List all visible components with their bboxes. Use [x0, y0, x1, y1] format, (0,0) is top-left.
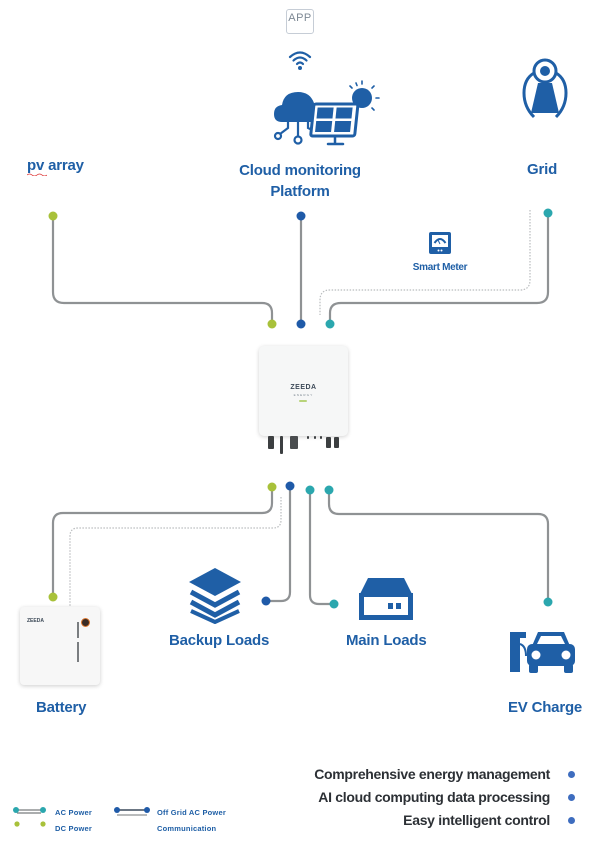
feature-bullet: [568, 771, 575, 778]
inverter-dc-in-dot: [267, 319, 277, 329]
battery-indicator-bar: [77, 622, 79, 638]
inverter-brand-sub: ENERGY: [293, 393, 314, 397]
feature-item: Comprehensive energy management: [314, 766, 550, 782]
smart-meter-icon: [429, 232, 451, 254]
grid-tower-icon: [522, 58, 568, 119]
wire-battery-comm: [69, 497, 282, 607]
battery-brand: ZEEDA: [27, 618, 44, 624]
inverter-connector: [280, 436, 283, 454]
inverter-port: [314, 436, 316, 439]
feature-item: AI cloud computing data processing: [318, 789, 550, 805]
inverter-offgrid-out-dot: [285, 481, 295, 491]
feature-bullet: [568, 794, 575, 801]
hybrid-inverter[interactable]: ZEEDA ENERGY: [259, 346, 348, 436]
wire-meter-comm: [319, 210, 531, 315]
feature-bullet: [568, 817, 575, 824]
smart-meter-label: Smart Meter: [412, 262, 468, 273]
battery-dc-dot: [48, 592, 58, 602]
cloud-dot: [296, 211, 306, 221]
legend-ac-power: AC Power: [55, 808, 93, 817]
main-dot: [329, 599, 339, 609]
feature-item: Easy intelligent control: [403, 812, 550, 828]
ev-charger-car-icon: [510, 632, 575, 673]
inverter-port: [320, 436, 322, 439]
legend-dc-power: DC Power: [55, 824, 93, 833]
battery-unit[interactable]: ZEEDA: [20, 607, 100, 685]
wire-ev: [327, 488, 550, 604]
pv-dc-dot: [48, 211, 58, 221]
wifi-icon: [288, 51, 312, 70]
inverter-connector: [326, 437, 331, 448]
backup-loads-label: Backup Loads: [169, 632, 270, 649]
legend-communication: Communication: [157, 824, 217, 833]
inverter-ac-out-dot-1: [305, 485, 315, 495]
battery-indicator-bar: [77, 642, 79, 662]
cloud-platform-label-line2: Platform: [270, 183, 330, 200]
grid-label: Grid: [527, 161, 558, 178]
legend-ac-dc-symbol: [13, 807, 46, 827]
backup-dot: [261, 596, 271, 606]
wire-grid-ac: [328, 211, 550, 326]
legend-offgrid-comm-symbol: [114, 807, 150, 816]
main-loads-label: Main Loads: [346, 632, 427, 649]
wire-battery-dc: [51, 485, 274, 599]
ev-charge-label: EV Charge: [508, 699, 583, 716]
inverter-connector: [334, 437, 339, 448]
pv-array-label: pv array: [27, 157, 84, 174]
wire-main: [308, 488, 335, 606]
app-label: APP: [288, 12, 312, 24]
load-box-icon: [359, 578, 413, 620]
battery-power-button[interactable]: [81, 618, 90, 627]
inverter-comm-in-dot: [296, 319, 306, 329]
cloud-platform-label: Cloud monitoring Platform: [220, 160, 380, 202]
inverter-ac-in-dot: [325, 319, 335, 329]
inverter-status-led: [299, 400, 307, 402]
grid-ac-dot: [543, 208, 553, 218]
inverter-ac-out-dot-2: [324, 485, 334, 495]
inverter-connector: [290, 436, 298, 449]
stacked-layers-icon: [189, 568, 241, 624]
battery-label: Battery: [36, 699, 87, 716]
cloud-platform-label-line1: Cloud monitoring: [239, 162, 361, 179]
ev-dot: [543, 597, 553, 607]
phone-app-icon: [286, 9, 314, 34]
inverter-port: [307, 436, 309, 439]
inverter-dc-out-dot: [267, 482, 277, 492]
cloud-solar-panel-icon: [273, 80, 380, 146]
inverter-connector: [268, 436, 274, 449]
wire-pv-dc: [51, 215, 274, 326]
spellcheck-underline: [27, 173, 47, 176]
legend-off-grid-ac-power: Off Grid AC Power: [157, 808, 226, 817]
inverter-brand: ZEEDA: [290, 384, 317, 391]
wire-backup: [264, 485, 292, 603]
